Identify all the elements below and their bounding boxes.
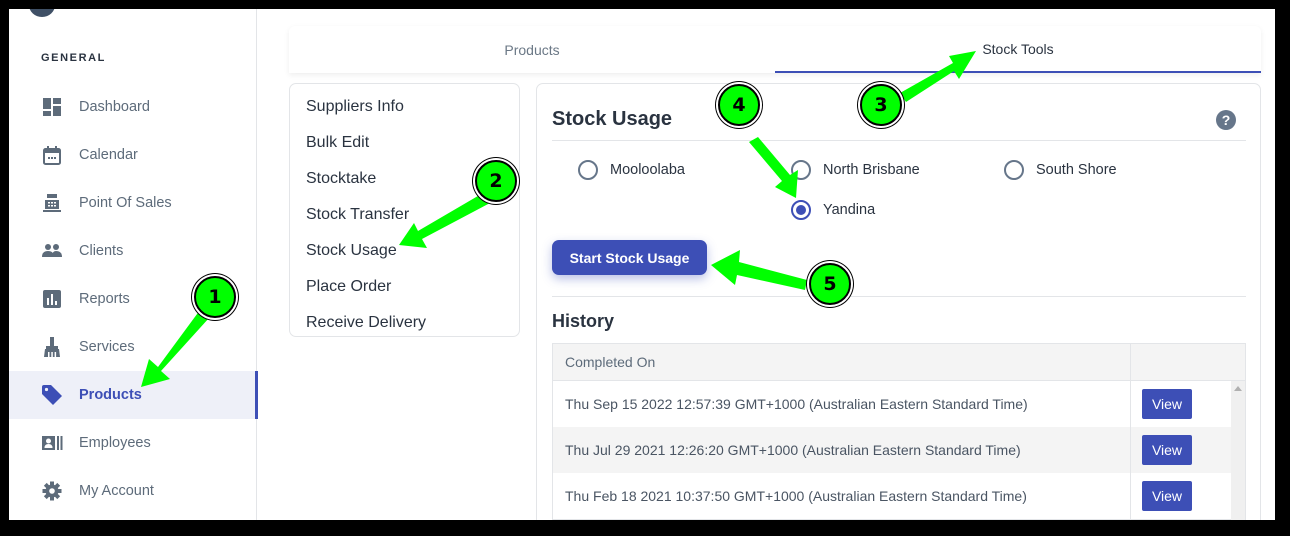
sidebar-item-point-of-sales[interactable]: Point Of Sales — [9, 179, 257, 227]
sidebar-item-label: Point Of Sales — [79, 195, 172, 211]
sidebar-item-label: Dashboard — [79, 99, 150, 115]
tab-stock-tools[interactable]: Stock Tools — [775, 26, 1261, 73]
column-header-completed-on: Completed On — [553, 344, 1131, 380]
sidebar-item-label: My Account — [79, 483, 154, 499]
menu-item-bulk-edit[interactable]: Bulk Edit — [306, 134, 370, 151]
sidebar-nav: Dashboard Calendar Point Of Sales Client… — [9, 83, 258, 515]
tab-bar: Products Stock Tools — [289, 26, 1261, 73]
sidebar-item-reports[interactable]: Reports — [9, 275, 257, 323]
radio-circle[interactable] — [791, 200, 811, 220]
completed-on-cell: Thu Jul 29 2021 12:26:20 GMT+1000 (Austr… — [553, 427, 1131, 473]
radio-mooloolaba[interactable]: Mooloolaba — [578, 160, 685, 180]
action-cell: View — [1131, 473, 1231, 519]
table-row: Thu Sep 15 2022 12:57:39 GMT+1000 (Austr… — [553, 381, 1245, 427]
calendar-icon — [41, 144, 63, 166]
dashboard-icon — [41, 96, 63, 118]
cash-register-icon — [41, 192, 63, 214]
sidebar-item-label: Reports — [79, 291, 130, 307]
sidebar-item-products[interactable]: Products — [9, 371, 258, 419]
sidebar-item-label: Products — [79, 387, 142, 403]
sidebar: GENERAL Dashboard Calendar Point Of Sale… — [9, 9, 258, 520]
bar-chart-icon — [41, 288, 63, 310]
broom-icon — [41, 336, 63, 358]
annotation-marker-3: 3 — [860, 84, 902, 126]
logo — [29, 9, 55, 17]
radio-yandina[interactable]: Yandina — [791, 200, 875, 220]
radio-circle[interactable] — [1004, 160, 1024, 180]
sidebar-item-my-account[interactable]: My Account — [9, 467, 257, 515]
app-window: GENERAL Dashboard Calendar Point Of Sale… — [9, 9, 1275, 520]
table-scrollbar[interactable] — [1231, 381, 1245, 520]
menu-item-receive-delivery[interactable]: Receive Delivery — [306, 314, 427, 331]
view-button[interactable]: View — [1142, 435, 1192, 465]
completed-on-cell: Thu Feb 18 2021 10:37:50 GMT+1000 (Austr… — [553, 473, 1131, 519]
section-title: GENERAL — [41, 52, 106, 64]
sidebar-item-employees[interactable]: Employees — [9, 419, 257, 467]
menu-item-stocktake[interactable]: Stocktake — [306, 170, 377, 187]
tag-icon — [41, 384, 63, 406]
radio-label: Yandina — [823, 202, 876, 218]
stock-usage-panel: Stock Usage ? Mooloolaba North Brisbane … — [536, 83, 1261, 520]
divider — [552, 296, 1246, 297]
start-stock-usage-button[interactable]: Start Stock Usage — [552, 240, 707, 275]
annotation-marker-2: 2 — [475, 160, 517, 202]
action-cell: View — [1131, 381, 1231, 427]
history-title: History — [552, 311, 615, 331]
sidebar-item-label: Employees — [79, 435, 151, 451]
sidebar-item-label: Calendar — [79, 147, 138, 163]
column-header-actions — [1131, 344, 1245, 380]
id-card-icon — [41, 432, 63, 454]
radio-circle[interactable] — [791, 160, 811, 180]
table-header: Completed On — [553, 344, 1245, 381]
menu-item-stock-transfer[interactable]: Stock Transfer — [306, 206, 410, 223]
users-icon — [41, 240, 63, 262]
table-body: Thu Sep 15 2022 12:57:39 GMT+1000 (Austr… — [553, 381, 1245, 520]
menu-item-suppliers-info[interactable]: Suppliers Info — [306, 98, 404, 115]
radio-label: Mooloolaba — [610, 162, 685, 178]
history-table: Completed On Thu Sep 15 2022 12:57:39 GM… — [552, 343, 1246, 520]
radio-north-brisbane[interactable]: North Brisbane — [791, 160, 920, 180]
gear-icon — [41, 480, 63, 502]
annotation-marker-4: 4 — [718, 84, 760, 126]
stock-tools-menu: Suppliers Info Bulk Edit Stocktake Stock… — [289, 83, 520, 337]
sidebar-item-dashboard[interactable]: Dashboard — [9, 83, 257, 131]
completed-on-cell: Thu Sep 15 2022 12:57:39 GMT+1000 (Austr… — [553, 381, 1131, 427]
action-cell: View — [1131, 427, 1231, 473]
annotation-marker-1: 1 — [194, 276, 236, 318]
annotation-marker-5: 5 — [809, 263, 851, 305]
sidebar-item-calendar[interactable]: Calendar — [9, 131, 257, 179]
help-icon[interactable]: ? — [1216, 110, 1236, 130]
sidebar-item-services[interactable]: Services — [9, 323, 257, 371]
radio-label: North Brisbane — [823, 162, 920, 178]
sidebar-item-label: Services — [79, 339, 135, 355]
radio-south-shore[interactable]: South Shore — [1004, 160, 1117, 180]
sidebar-item-clients[interactable]: Clients — [9, 227, 257, 275]
sidebar-item-label: Clients — [79, 243, 124, 259]
view-button[interactable]: View — [1142, 389, 1192, 419]
table-row: Thu Jul 29 2021 12:26:20 GMT+1000 (Austr… — [553, 427, 1245, 473]
view-button[interactable]: View — [1142, 481, 1192, 511]
table-row: Thu Feb 18 2021 10:37:50 GMT+1000 (Austr… — [553, 473, 1245, 519]
tab-products[interactable]: Products — [504, 41, 560, 58]
radio-circle[interactable] — [578, 160, 598, 180]
scroll-up-arrow-icon[interactable] — [1234, 386, 1242, 391]
menu-item-stock-usage[interactable]: Stock Usage — [306, 242, 397, 259]
page-title: Stock Usage — [552, 108, 673, 130]
divider — [552, 140, 1246, 141]
radio-label: South Shore — [1036, 162, 1117, 178]
menu-item-place-order[interactable]: Place Order — [306, 278, 392, 295]
